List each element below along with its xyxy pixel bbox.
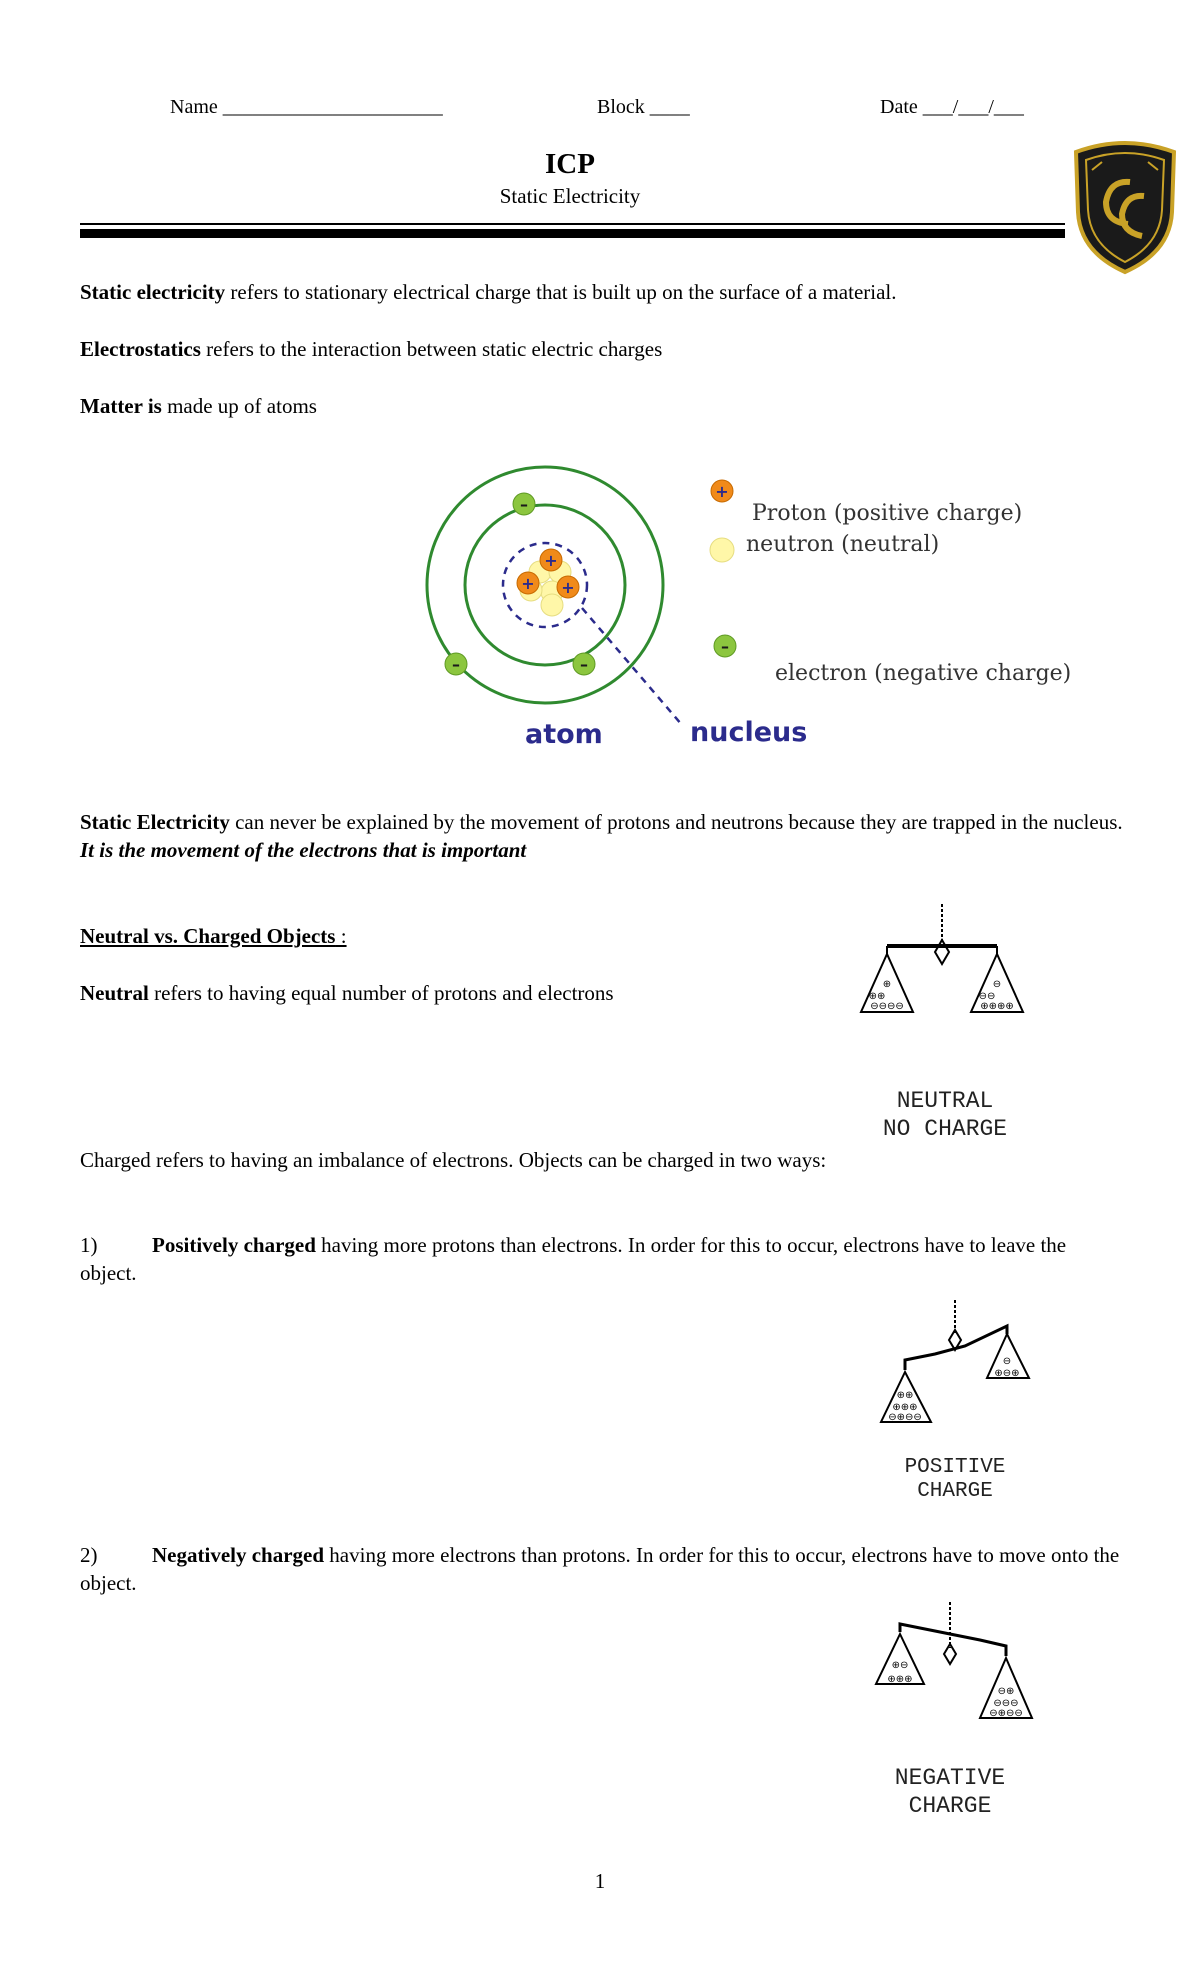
svg-text:⊕⊖⊕: ⊕⊖⊕ [994,1368,1019,1379]
nucleus-outline [501,541,589,629]
svg-text:+: + [544,551,557,570]
svg-text:electron (negative charge): electron (negative charge) [775,661,1071,686]
svg-text:⊕⊕⊕: ⊕⊕⊕ [887,1674,912,1685]
svg-text:⊖: ⊖ [993,979,1001,990]
section-heading: Neutral vs. Charged Objects : [80,924,347,948]
legend-proton: + Proton (positive charge) [710,479,1022,526]
svg-text:neutron (neutral): neutron (neutral) [746,532,939,557]
svg-text:⊖⊕⊖⊖: ⊖⊕⊖⊖ [989,1708,1023,1719]
nucleus: + + + [516,548,580,617]
legend-neutron: neutron (neutral) [709,532,939,563]
svg-text:⊕⊕: ⊕⊕ [897,1390,914,1401]
svg-text:–: – [721,637,729,656]
svg-text:⊕⊕⊕: ⊕⊕⊕ [892,1402,917,1413]
neutral-scale-icon: ⊕⊕⊕⊖⊖⊖⊖ ⊖⊖⊖⊕⊕⊕⊕ [859,904,1025,1013]
header-rule-thick [80,229,1065,238]
svg-text:–: – [452,655,460,674]
svg-text:⊖: ⊖ [1003,1356,1011,1367]
date-field: Date ___/___/___ [880,96,1024,118]
name-field: Name ______________________ [170,96,443,118]
page-subtitle: Static Electricity [499,184,641,208]
svg-text:⊖⊖⊖: ⊖⊖⊖ [993,1698,1018,1709]
svg-text:+: + [561,578,574,597]
atom-diagram: + + + – – – + Proton (positive charge) n… [425,465,1071,750]
svg-text:⊖⊖⊖⊖: ⊖⊖⊖⊖ [870,1001,904,1012]
legend-electron: – electron (negative charge) [713,634,1071,686]
svg-text:–: – [520,495,528,514]
svg-text:⊕⊕: ⊕⊕ [869,991,886,1002]
charged-definition: Charged refers to having an imbalance of… [80,1148,827,1172]
definition-electrostatics: Electrostatics refers to the interaction… [80,337,663,361]
definition-static-electricity: Static electricity refers to stationary … [80,280,897,304]
header-rule-thin [80,223,1065,225]
svg-text:⊖⊕⊖⊖: ⊖⊕⊖⊖ [888,1412,922,1423]
svg-text:⊖⊕: ⊖⊕ [998,1686,1015,1697]
page-title: ICP [545,148,595,180]
svg-text:⊕: ⊕ [883,979,891,990]
nucleus-label: nucleus [690,717,807,748]
definition-matter: Matter is made up of atoms [80,394,317,418]
inner-orbit [463,503,627,667]
svg-text:⊕⊕⊕⊕: ⊕⊕⊕⊕ [980,1001,1014,1012]
svg-text:+: + [715,482,728,501]
positive-scale-icon: ⊕⊕⊕⊕⊕⊖⊕⊖⊖ ⊖⊕⊖⊕ [879,1300,1031,1423]
svg-text:Proton (positive charge): Proton (positive charge) [752,501,1022,526]
electrons: – – – [444,492,596,676]
svg-text:⊕⊖: ⊕⊖ [892,1660,909,1671]
proton-3 [556,575,580,599]
proton-1 [539,548,563,572]
proton-2 [516,571,540,595]
atom-label: atom [525,719,603,750]
neutral-definition: Neutral refers to having equal number of… [80,981,614,1005]
school-crest-logo [1073,141,1177,275]
negative-scale-icon: ⊕⊖ ⊕⊕⊕ ⊖⊕⊖⊖⊖⊖⊕⊖⊖ [874,1602,1034,1719]
svg-text:–: – [580,655,588,674]
static-electricity-explanation: Static Electricity can never be explaine… [80,810,1123,862]
svg-text:+: + [521,574,534,593]
block-field: Block ____ [597,96,690,118]
negative-charge-item: 2)Negatively charged having more electro… [80,1543,1120,1595]
positive-charge-item: 1)Positively charged having more protons… [80,1233,1067,1285]
svg-text:⊖⊖: ⊖⊖ [979,991,996,1002]
outer-orbit [425,465,665,705]
page-number: 1 [594,1869,606,1893]
